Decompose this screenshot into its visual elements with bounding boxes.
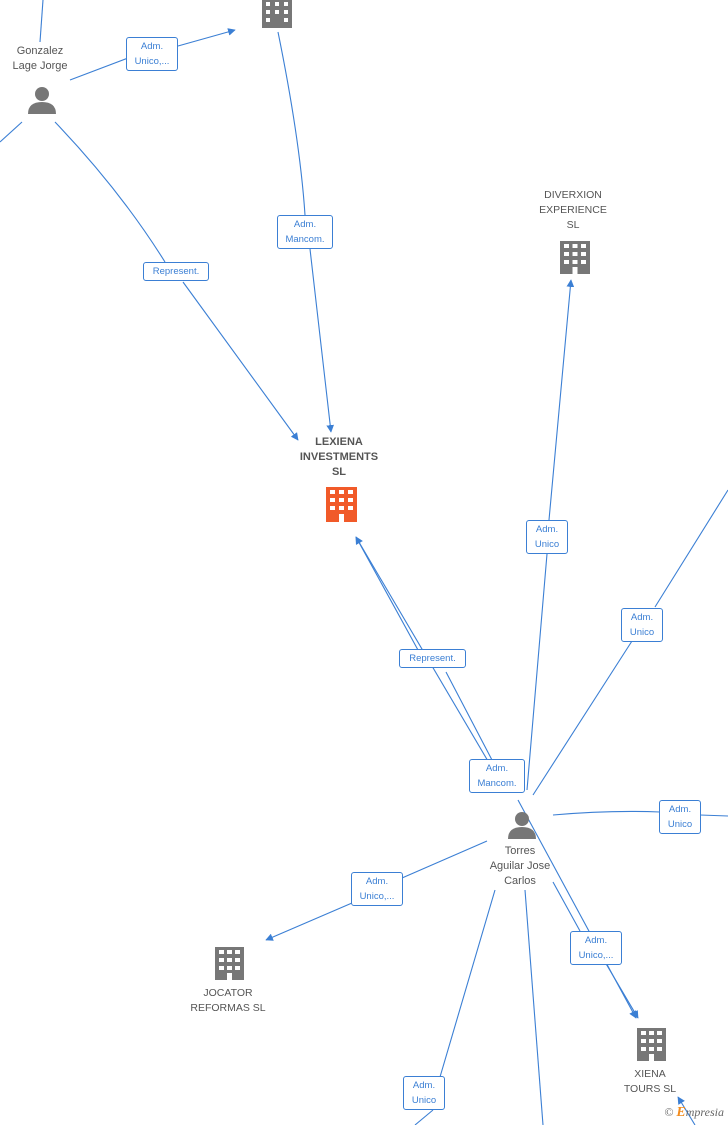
node-name-line: REFORMAS SL [190, 1002, 266, 1014]
node-name-line: TOURS SL [623, 1083, 677, 1095]
edge-label-adm-unico[interactable]: Adm. Unico,... [570, 931, 622, 965]
node-label-torres[interactable]: Torres Aguilar Jose Carlos [476, 844, 564, 889]
edge-label-line: Unico [534, 539, 560, 550]
edge-torres-diverxion [526, 280, 571, 791]
node-label-gonzalez[interactable]: Gonzalez Lage Jorge [4, 44, 76, 74]
node-name-line: DIVERXION [544, 189, 602, 201]
edge-label-line: Unico [667, 819, 693, 830]
edge-gonzalez-top-company [69, 30, 235, 81]
edge-label-line: Adm. [140, 41, 164, 52]
edge-torres-xiena-direct [517, 799, 637, 1019]
edge-torres-bottom [524, 889, 544, 1125]
edge-label-line: Represent. [409, 653, 456, 664]
watermark-brand-rest: mpresia [685, 1105, 724, 1119]
edge-label-line: Unico,... [134, 56, 170, 67]
edge-label-adm-mancom[interactable]: Adm. Mancom. [277, 215, 333, 249]
node-label-xiena[interactable]: XIENA TOURS SL [608, 1067, 692, 1097]
edge-torres-lexiena-represent [356, 537, 493, 761]
edge-label-adm-unico[interactable]: Adm. Unico [526, 520, 568, 554]
edge-label-line: Adm. [630, 612, 654, 623]
node-name-line: Lage Jorge [12, 60, 68, 72]
building-icon[interactable] [560, 241, 590, 274]
edge-xiena-bottom [677, 1096, 696, 1125]
building-icon[interactable] [215, 947, 244, 980]
node-label-diverxion[interactable]: DIVERXION EXPERIENCE SL [528, 188, 618, 233]
edge-gonzalez-left-offscreen [0, 121, 23, 143]
edge-label-line: Mancom. [285, 234, 325, 245]
node-name-line: JOCATOR [203, 987, 253, 999]
edge-label-line: Mancom. [477, 778, 517, 789]
edge-label-adm-unico[interactable]: Adm. Unico [621, 608, 663, 642]
edge-label-line: Adm. [535, 524, 559, 535]
edge-label-line: Adm. [668, 804, 692, 815]
edge-label-line: Unico,... [359, 891, 395, 902]
edge-torres-right-unico [552, 810, 728, 817]
edge-torres-jocator [266, 840, 488, 940]
edge-torres-bottom-left [414, 889, 496, 1125]
edge-label-represent[interactable]: Represent. [143, 262, 209, 281]
person-icon[interactable] [28, 87, 56, 114]
edge-label-line: Adm. [485, 763, 509, 774]
node-name-line: SL [331, 466, 347, 478]
node-name-line: INVESTMENTS [299, 451, 379, 463]
edge-label-represent[interactable]: Represent. [399, 649, 466, 668]
edge-label-line: Adm. [584, 935, 608, 946]
edge-top-company-lexiena [277, 31, 331, 432]
edge-label-line: Adm. [293, 219, 317, 230]
empresia-watermark: © Empresia [664, 1105, 724, 1121]
person-icon[interactable] [508, 812, 536, 839]
node-name-line: Aguilar Jose [489, 860, 551, 872]
edge-gonzalez-lexiena [54, 121, 298, 440]
building-icon[interactable] [637, 1028, 666, 1061]
node-label-jocator[interactable]: JOCATOR REFORMAS SL [178, 986, 278, 1016]
edge-label-adm-unico[interactable]: Adm. Unico [403, 1076, 445, 1110]
edge-label-line: Adm. [365, 876, 389, 887]
edge-label-line: Unico,... [578, 950, 614, 961]
node-name-line: Carlos [504, 875, 536, 887]
edge-label-line: Represent. [152, 266, 200, 277]
edge-label-adm-mancom[interactable]: Adm. Mancom. [469, 759, 525, 793]
building-icon[interactable] [262, 0, 292, 28]
edge-top-offscreen-gonzalez [39, 0, 44, 43]
copyright-icon: © [664, 1105, 674, 1119]
building-icon[interactable] [326, 487, 357, 522]
edge-label-adm-unico[interactable]: Adm. Unico [659, 800, 701, 834]
edge-label-line: Unico [411, 1095, 437, 1106]
edge-label-adm-unico[interactable]: Adm. Unico,... [351, 872, 403, 906]
edge-torres-right-offscreen [532, 489, 728, 796]
node-label-lexiena[interactable]: LEXIENA INVESTMENTS SL [284, 435, 394, 480]
node-name-line: LEXIENA [315, 436, 363, 448]
edge-label-adm-unico[interactable]: Adm. Unico,... [126, 37, 178, 71]
node-name-line: EXPERIENCE [539, 204, 607, 216]
watermark-brand-initial: E [676, 1105, 686, 1120]
node-name-line: XIENA [634, 1068, 666, 1080]
node-name-line: Torres [504, 845, 536, 857]
edge-label-line: Unico [629, 627, 655, 638]
node-name-line: SL [566, 219, 580, 231]
node-name-line: Gonzalez [16, 45, 64, 57]
edge-label-line: Adm. [412, 1080, 436, 1091]
